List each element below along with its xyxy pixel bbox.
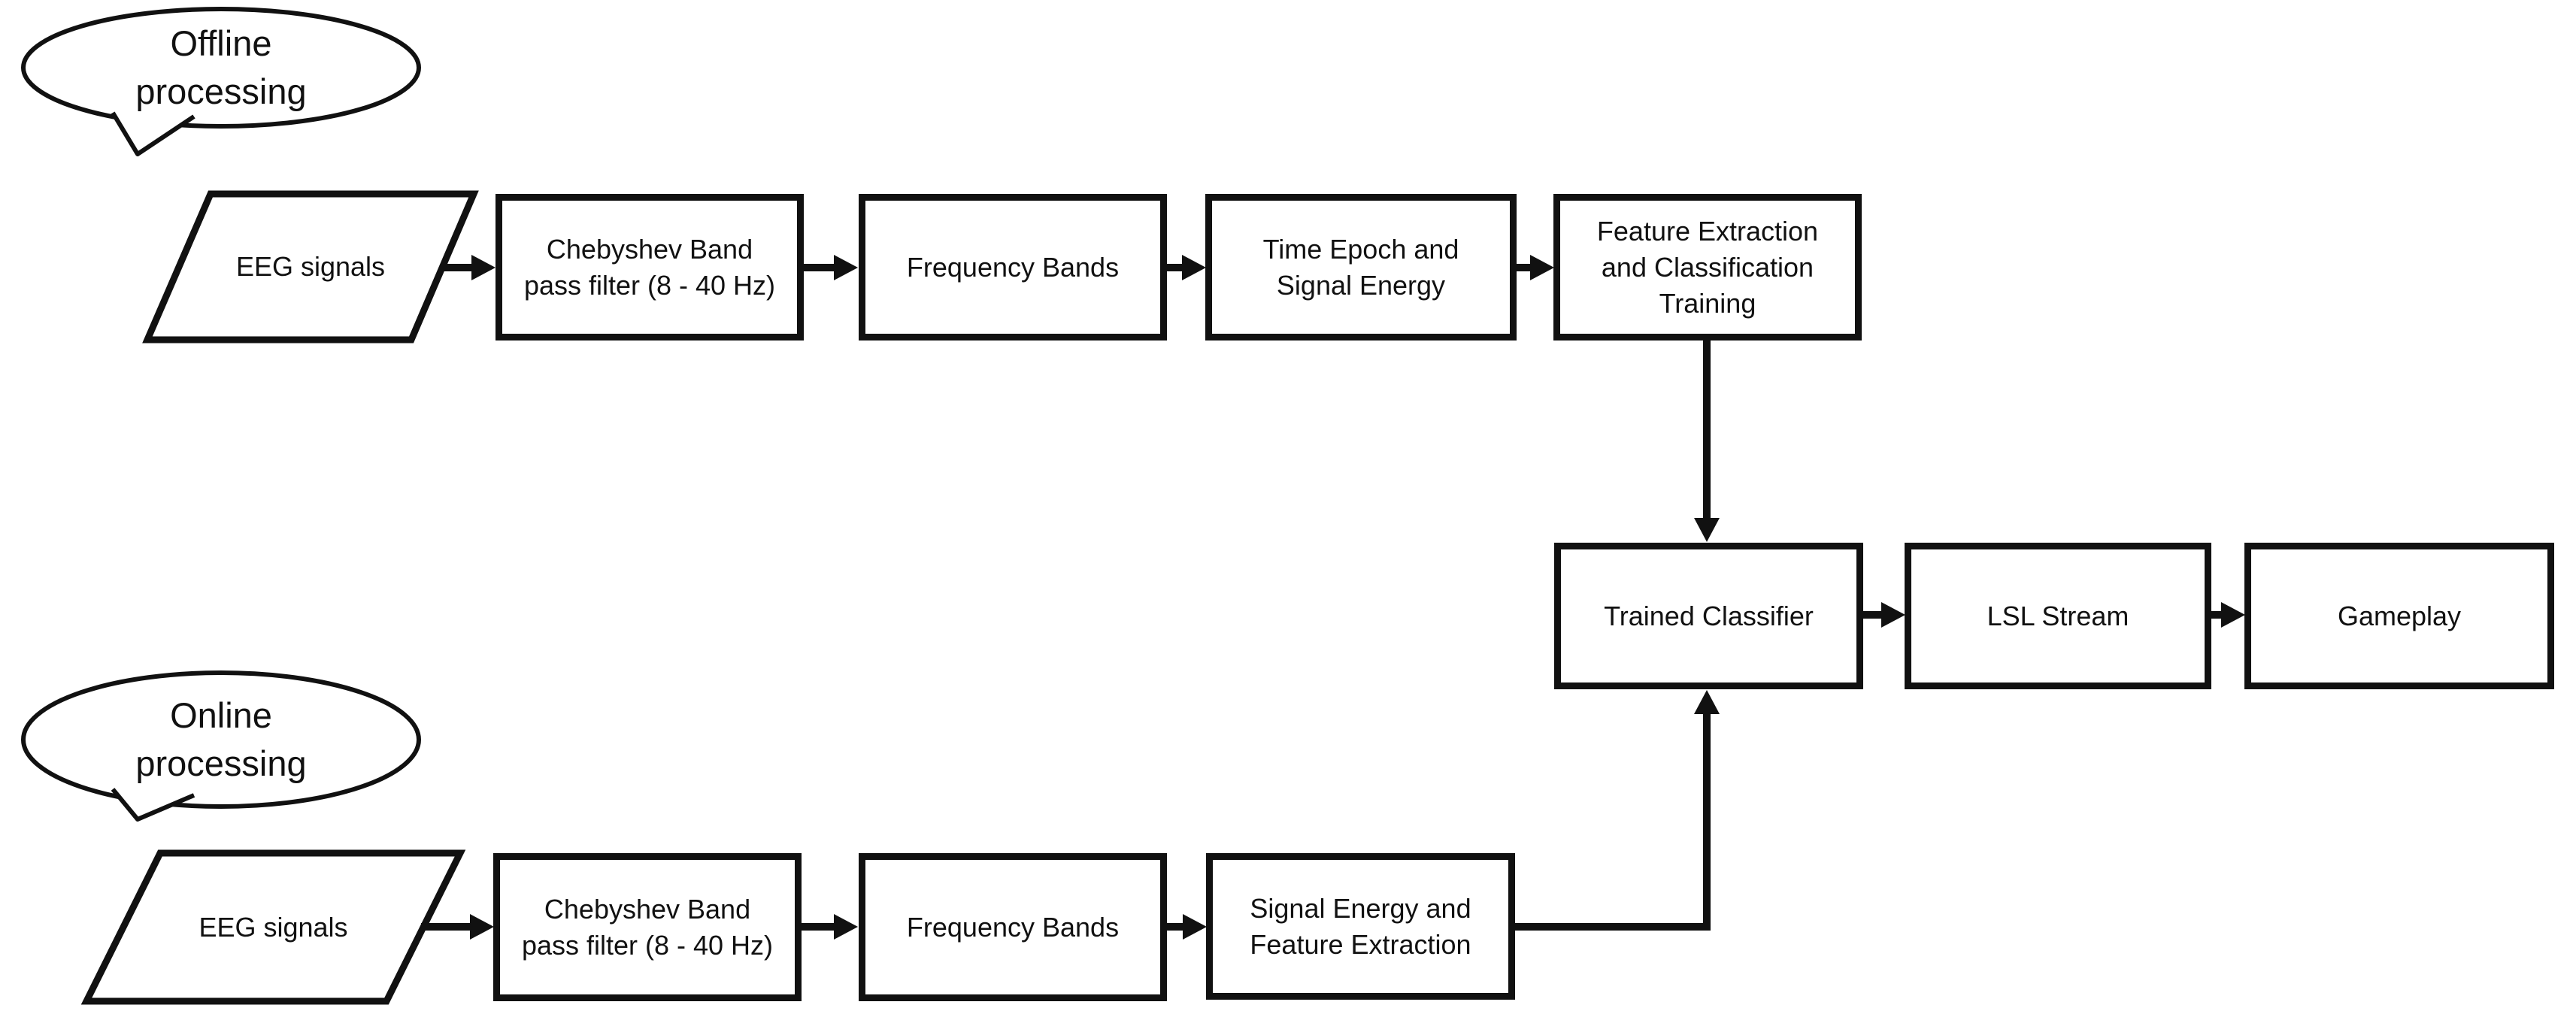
online-eeg-signals-label: EEG signals — [199, 911, 348, 943]
offline-eeg-parallelogram — [142, 190, 479, 344]
online-eeg-parallelogram — [80, 849, 466, 1005]
online-signal-energy-feature-extraction-box: Signal Energy and Feature Extraction — [1206, 853, 1515, 1000]
online-bubble-shape — [21, 670, 421, 822]
lsl-stream-box: LSL Stream — [1905, 543, 2211, 689]
gameplay-box: Gameplay — [2244, 543, 2554, 689]
offline-frequency-bands-box: Frequency Bands — [859, 194, 1167, 340]
offline-chebyshev-filter-box: Chebyshev Band pass filter (8 - 40 Hz) — [496, 194, 804, 340]
online-processing-bubble-label: Online processing — [135, 695, 307, 783]
online-frequency-bands-box: Frequency Bands — [859, 853, 1167, 1001]
online-chebyshev-filter-box: Chebyshev Band pass filter (8 - 40 Hz) — [493, 853, 802, 1001]
arrow-signalenergy-to-trained — [1514, 690, 1720, 931]
offline-time-epoch-signal-energy-box: Time Epoch and Signal Energy — [1205, 194, 1517, 340]
offline-feature-extraction-classification-box: Feature Extraction and Classification Tr… — [1553, 194, 1862, 340]
trained-classifier-box: Trained Classifier — [1554, 543, 1863, 689]
offline-processing-bubble-label: Offline processing — [135, 23, 307, 111]
offline-eeg-signals-label: EEG signals — [235, 251, 386, 282]
offline-bubble-shape — [21, 7, 421, 156]
